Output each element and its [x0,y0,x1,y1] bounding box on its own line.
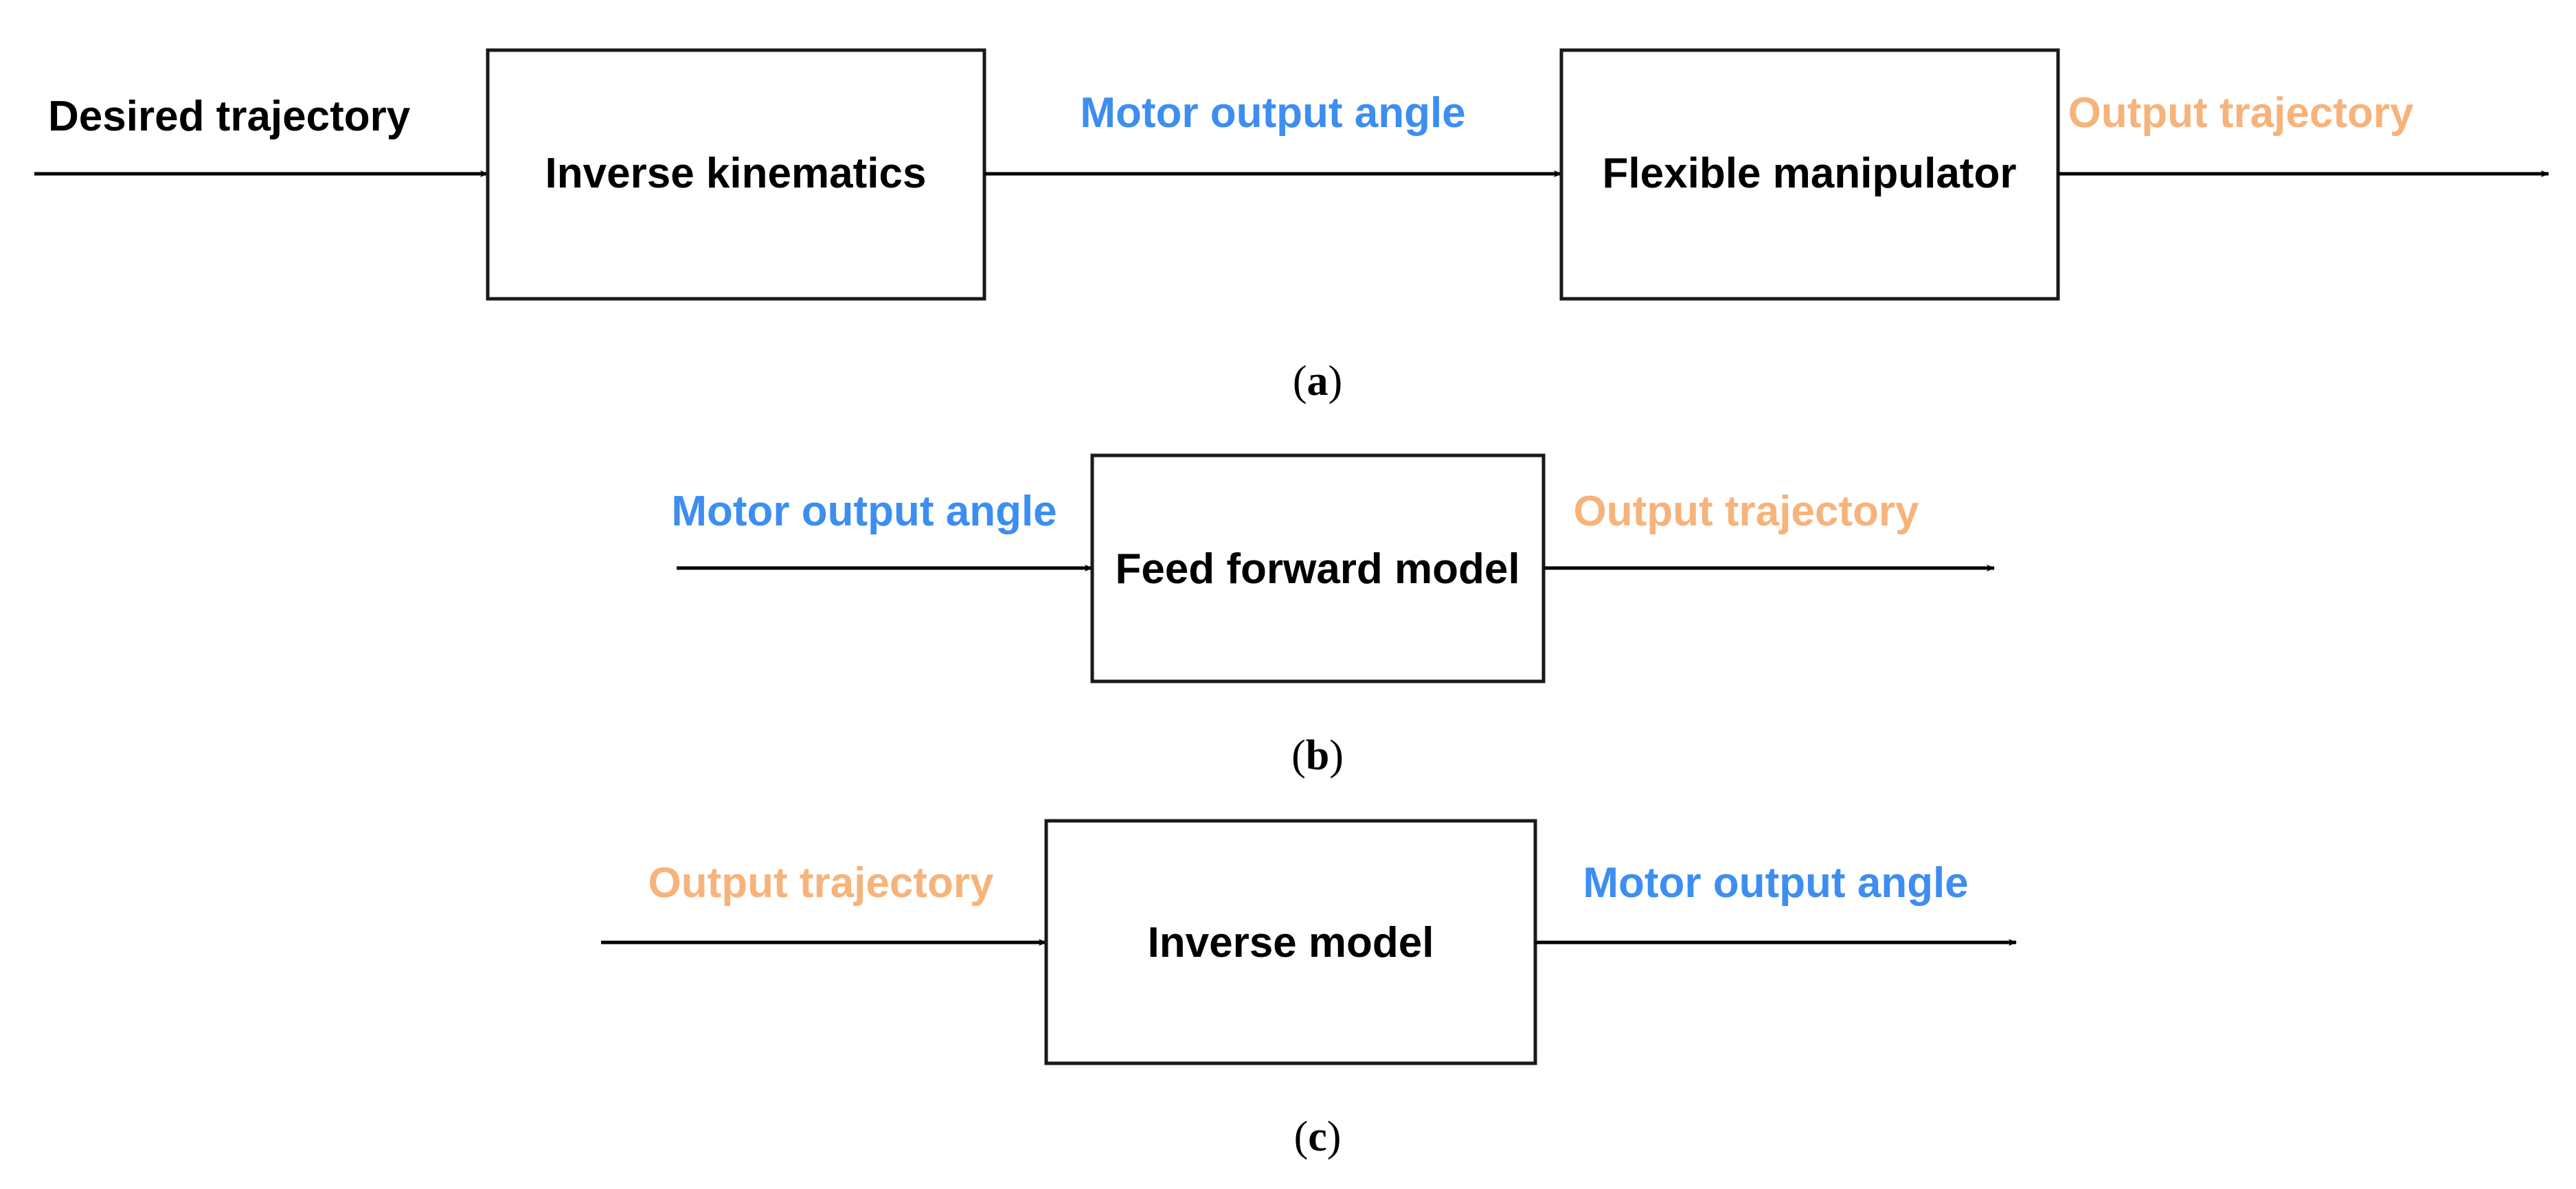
block-feed-forward-model [1090,453,1546,683]
caption-c-close: ) [1327,1113,1342,1160]
label-motor-output-angle-b: Motor output angle [671,488,1057,535]
panel-b: Motor output angle Feed forward model Ou… [671,453,1995,779]
caption-a: (a) [1293,358,1342,405]
caption-b-close: ) [1329,732,1344,779]
block-inverse-kinematics [486,48,986,301]
caption-a-close: ) [1329,358,1343,405]
panel-c: Output trajectory Inverse model Motor ou… [601,819,2017,1160]
label-motor-output-angle-a: Motor output angle [1080,89,1465,137]
panel-a: Desired trajectory Inverse kinematics Mo… [34,48,2549,405]
caption-a-open: ( [1293,358,1307,405]
block-flexible-manipulator [1559,48,2060,301]
block-inverse-model [1044,819,1537,1065]
caption-c-letter: c [1308,1113,1327,1160]
label-output-trajectory-a: Output trajectory [2068,89,2414,137]
label-output-trajectory-b: Output trajectory [1574,488,1919,535]
label-output-trajectory-c: Output trajectory [648,859,994,907]
caption-b-letter: b [1306,732,1329,779]
block-flexible-manipulator-label: Flexible manipulator [1603,150,2017,197]
caption-c-open: ( [1294,1113,1309,1160]
caption-a-letter: a [1307,358,1329,405]
label-desired-trajectory: Desired trajectory [48,93,411,140]
caption-b-open: ( [1291,732,1306,779]
block-inverse-model-label: Inverse model [1148,919,1434,966]
label-motor-output-angle-c: Motor output angle [1583,859,1968,907]
block-inverse-kinematics-label: Inverse kinematics [545,150,927,197]
block-feed-forward-model-label: Feed forward model [1115,545,1519,593]
caption-b: (b) [1291,732,1344,779]
caption-c: (c) [1294,1113,1342,1160]
